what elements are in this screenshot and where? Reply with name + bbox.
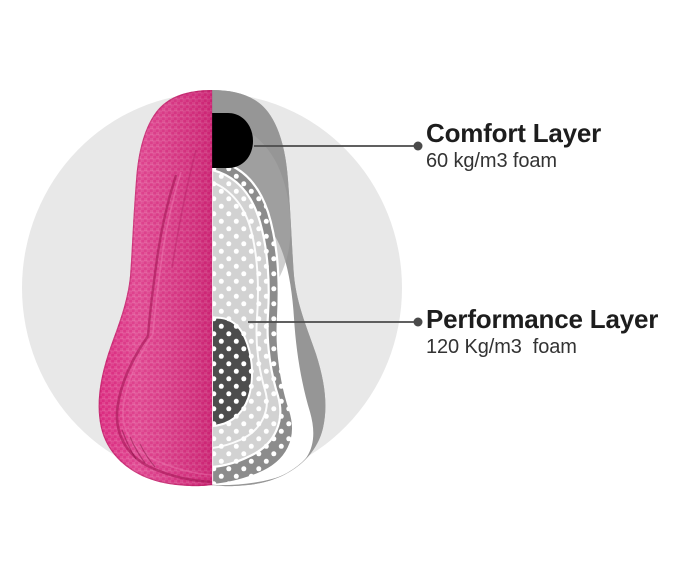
leader-dot-performance — [413, 317, 423, 327]
callout-performance-title: Performance Layer — [426, 304, 659, 334]
saddle-outline-right — [212, 90, 326, 487]
cover-nose-crease — [171, 149, 197, 269]
callout-performance-layer: Performance Layer 120 Kg/m3 foam — [426, 304, 658, 359]
cover-seam-lower — [115, 335, 212, 484]
cover-seam-lower-highlight — [122, 333, 212, 476]
callout-comfort-title: Comfort Layer — [426, 118, 602, 148]
saddle-outline-left — [98, 90, 212, 487]
callout-comfort-subtitle: 60 kg/m3 foam — [426, 150, 557, 172]
performance-layer-core-outline — [212, 316, 254, 428]
cover-seam-upper-highlight — [152, 171, 182, 335]
cover-emboss-mark — [121, 429, 156, 468]
comfort-layer-cutout — [212, 113, 253, 168]
leader-line-performance — [248, 317, 423, 327]
performance-layer-outer-outline — [212, 158, 295, 487]
callout-comfort-layer: Comfort Layer 60 kg/m3 foam — [426, 118, 601, 173]
performance-layer-core — [212, 317, 253, 426]
cover-seam-upper — [146, 174, 178, 337]
leader-dot-comfort — [413, 141, 423, 151]
performance-layer-inner-ring-outline — [212, 180, 268, 450]
performance-layer-mid-outline — [212, 168, 282, 469]
saddle-right-half-layers — [212, 90, 326, 487]
leader-line-comfort — [254, 141, 423, 151]
callout-performance-subtitle: 120 Kg/m3 foam — [426, 336, 577, 358]
